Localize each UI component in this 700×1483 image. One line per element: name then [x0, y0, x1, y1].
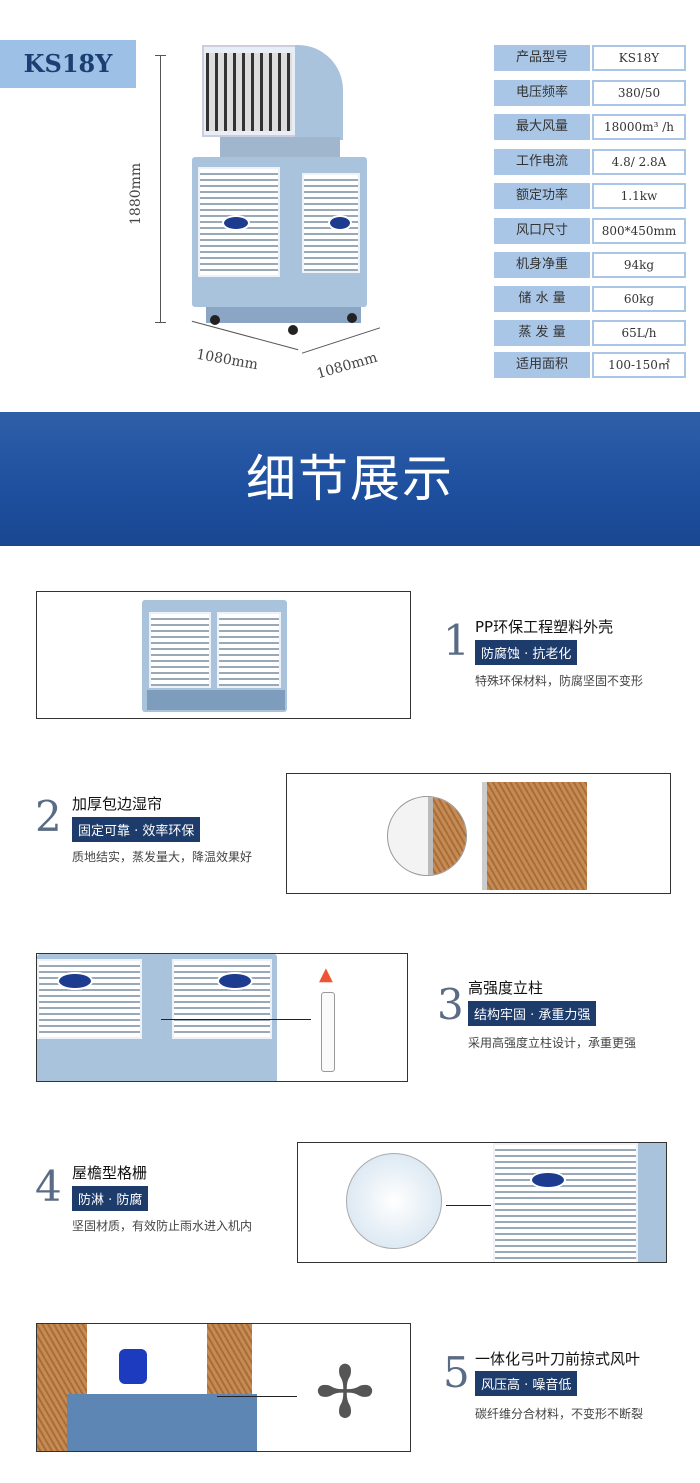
feature-desc: 采用高强度立柱设计，承重更强	[468, 1036, 637, 1050]
model-badge: KS18Y	[0, 40, 136, 88]
spec-label: 最大风量	[494, 114, 590, 140]
width-dimension: 1080mm	[195, 346, 260, 374]
spec-value: 1.1kw	[592, 183, 686, 209]
spec-label: 额定功率	[494, 183, 590, 209]
product-image	[190, 45, 370, 335]
height-dimension-line	[155, 55, 166, 323]
feature-desc: 质地结实，蒸发量大，降温效果好	[72, 850, 253, 864]
feature-1-image	[36, 591, 411, 719]
feature-title: 高强度立柱	[468, 979, 544, 997]
spec-value: 800*450mm	[592, 218, 686, 244]
feature-number: 1	[443, 616, 470, 665]
feature-number: 5	[443, 1348, 470, 1397]
fan-blade-icon: ✢	[314, 1350, 376, 1434]
spec-label: 工作电流	[494, 149, 590, 175]
feature-tag: 风压高 · 噪音低	[475, 1371, 578, 1396]
feature-number: 2	[35, 792, 62, 841]
spec-value: 94kg	[592, 252, 686, 278]
spec-label: 风口尺寸	[494, 218, 590, 244]
feature-number: 4	[35, 1162, 62, 1211]
feature-title: PP环保工程塑料外壳	[475, 618, 614, 636]
feature-tag: 固定可靠 · 效率环保	[72, 817, 201, 842]
spec-label: 适用面积	[494, 352, 590, 378]
spec-value: 4.8/ 2.8A	[592, 149, 686, 175]
feature-desc: 碳纤维分合材料，不变形不断裂	[475, 1407, 644, 1421]
feature-3-image: ▲	[36, 953, 408, 1082]
feature-desc: 坚固材质，有效防止雨水进入机内	[72, 1219, 253, 1233]
feature-5-image: ✢	[36, 1323, 411, 1452]
spec-value: KS18Y	[592, 45, 686, 71]
spec-label: 机身净重	[494, 252, 590, 278]
spec-label: 产品型号	[494, 45, 590, 71]
feature-number: 3	[437, 980, 464, 1029]
feature-4-image	[297, 1142, 667, 1263]
spec-label: 蒸 发 量	[494, 320, 590, 346]
spec-value: 60kg	[592, 286, 686, 312]
feature-title: 加厚包边湿帘	[72, 795, 163, 813]
spec-value: 380/50	[592, 80, 686, 106]
brand-logo	[222, 215, 250, 231]
height-dimension: 1880mm	[128, 162, 144, 225]
feature-desc: 特殊环保材料，防腐坚固不变形	[475, 674, 644, 688]
spec-value: 65L/h	[592, 320, 686, 346]
feature-title: 屋檐型格栅	[72, 1164, 148, 1182]
feature-tag: 防淋 · 防腐	[72, 1186, 149, 1211]
feature-tag: 结构牢固 · 承重力强	[468, 1001, 597, 1026]
spec-value: 100-150㎡	[592, 352, 686, 378]
feature-title: 一体化弓叶刀前掠式风叶	[475, 1350, 641, 1368]
depth-dimension: 1080mm	[314, 349, 380, 383]
feature-tag: 防腐蚀 · 抗老化	[475, 640, 578, 665]
spec-value: 18000m³ /h	[592, 114, 686, 140]
spec-label: 电压频率	[494, 80, 590, 106]
feature-2-image	[286, 773, 671, 894]
spec-label: 储 水 量	[494, 286, 590, 312]
section-banner: 细节展示	[0, 412, 700, 546]
